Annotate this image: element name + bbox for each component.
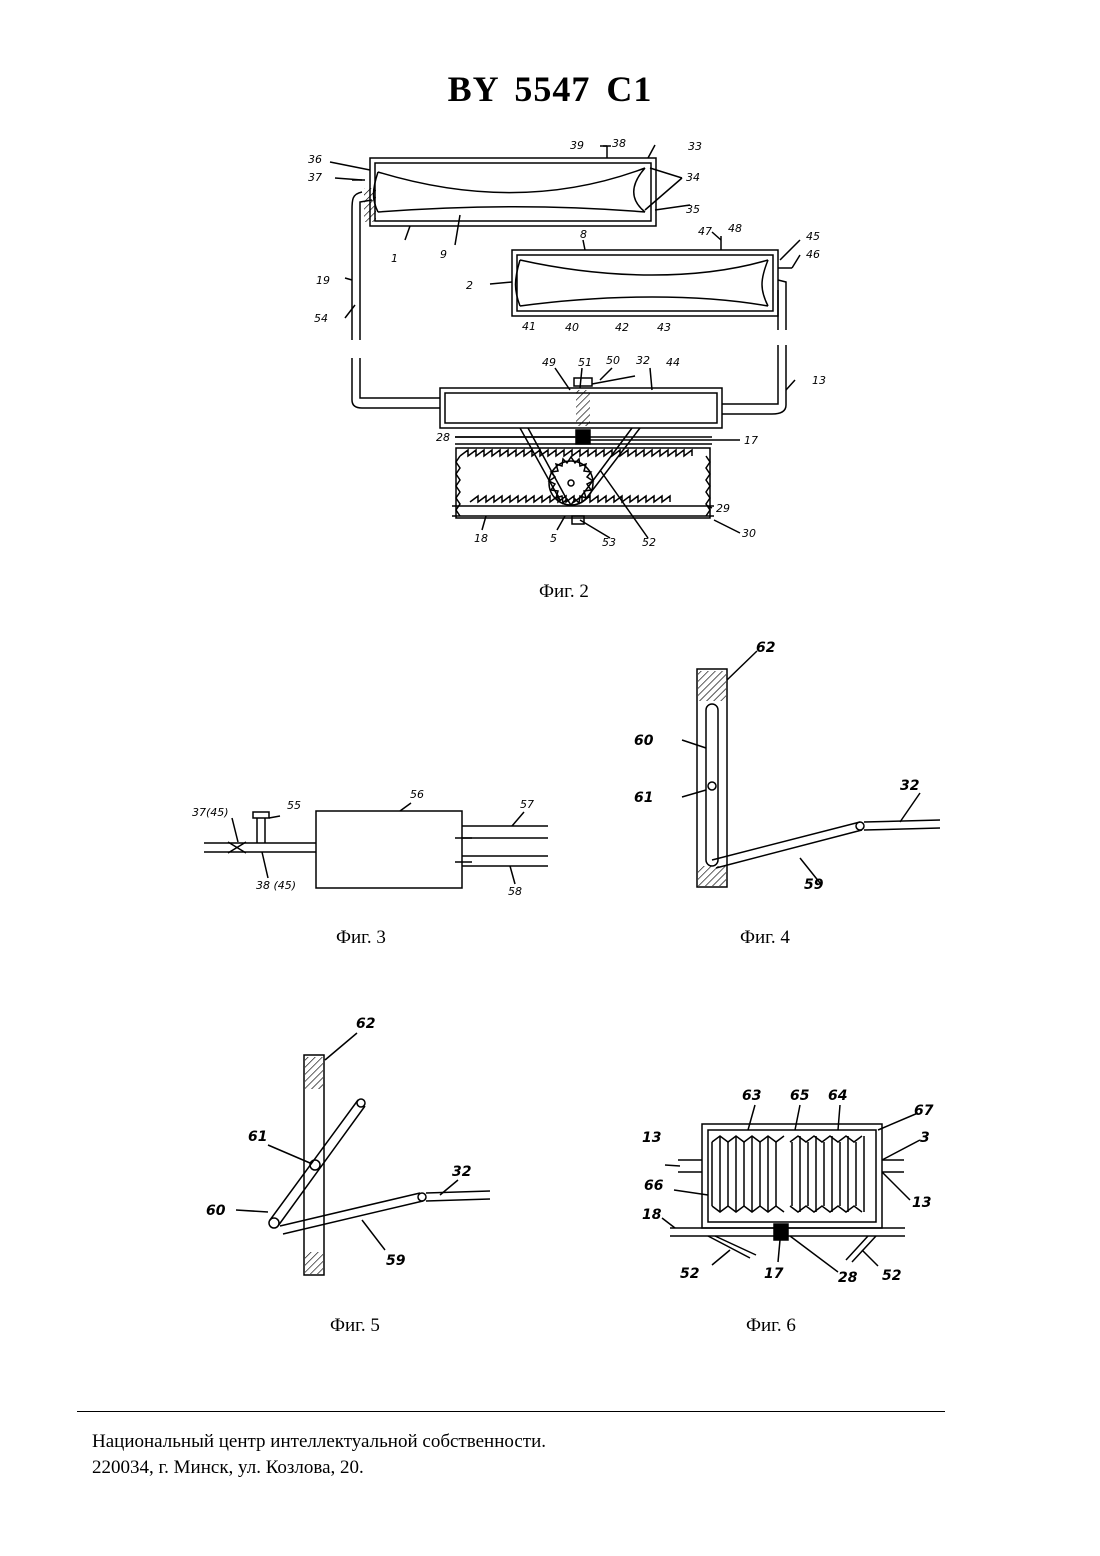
fig6-label-64: 64 [828, 1088, 847, 1104]
figure-6-caption: Фиг. 6 [746, 1315, 796, 1337]
footer-address: 220034, г. Минск, ул. Козлова, 20. [92, 1457, 364, 1479]
fig6-label-18: 18 [642, 1207, 662, 1223]
fig6-label-13-left: 13 [642, 1130, 661, 1146]
fig6-label-17: 17 [764, 1266, 784, 1282]
fig6-label-13-right: 13 [912, 1195, 931, 1211]
fig6-label-28: 28 [838, 1270, 858, 1286]
fig6-label-3: 3 [920, 1130, 930, 1146]
footer-divider [77, 1411, 945, 1412]
fig6-label-66: 66 [644, 1178, 664, 1194]
footer-organization: Национальный центр интеллектуальной собс… [92, 1431, 546, 1453]
fig6-label-52-right: 52 [882, 1268, 901, 1284]
fig6-label-65: 65 [790, 1088, 810, 1104]
fig6-label-67: 67 [914, 1103, 934, 1119]
fig6-label-63: 63 [742, 1088, 761, 1104]
fig6-label-52-left: 52 [680, 1266, 699, 1282]
